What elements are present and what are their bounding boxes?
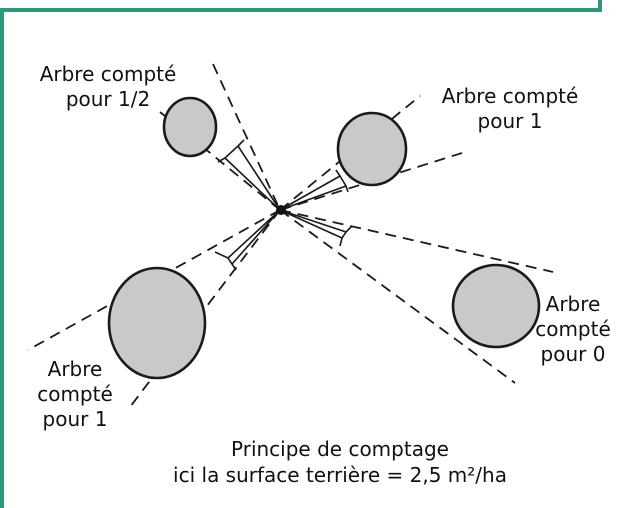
label-tree-one-right: Arbre compté pour 1 [420,84,600,134]
label-tree-half-line1: Arbre compté [39,62,177,86]
tree-one-left [107,266,207,380]
sight-line-zero-b [279,209,516,384]
diagram-caption: Principe de comptage ici la surface terr… [150,436,530,488]
label-tree-one-left: Arbre compté pour 1 [30,357,120,432]
tree-one-right [336,111,408,187]
label-tree-zero-line3: pour 0 [540,342,606,366]
relascope-gauge [214,139,353,271]
frame-top-border [0,8,600,12]
tree-zero [451,263,541,349]
label-tree-one-right-line2: pour 1 [477,109,543,133]
caption-line2: ici la surface terrière = 2,5 m²/ha [173,463,507,487]
label-tree-half-line2: pour 1/2 [65,87,151,111]
sight-line-zero-a [279,209,554,273]
tree-half [162,96,218,158]
label-tree-one-right-line1: Arbre compté [441,84,579,108]
label-tree-one-left-line3: pour 1 [42,407,108,431]
label-tree-one-left-line2: compté [37,382,113,406]
frame-corner-mark [598,0,602,12]
label-tree-one-left-line1: Arbre [47,357,103,381]
frame-left-border [0,8,4,508]
sight-line-half-b [212,63,281,211]
label-tree-zero-line2: compté [535,317,611,341]
caption-line1: Principe de comptage [231,437,449,461]
label-tree-zero: Arbre compté pour 0 [528,292,618,367]
observer-point [276,205,286,215]
label-tree-half: Arbre compté pour 1/2 [18,62,198,112]
label-tree-zero-line1: Arbre [545,292,601,316]
